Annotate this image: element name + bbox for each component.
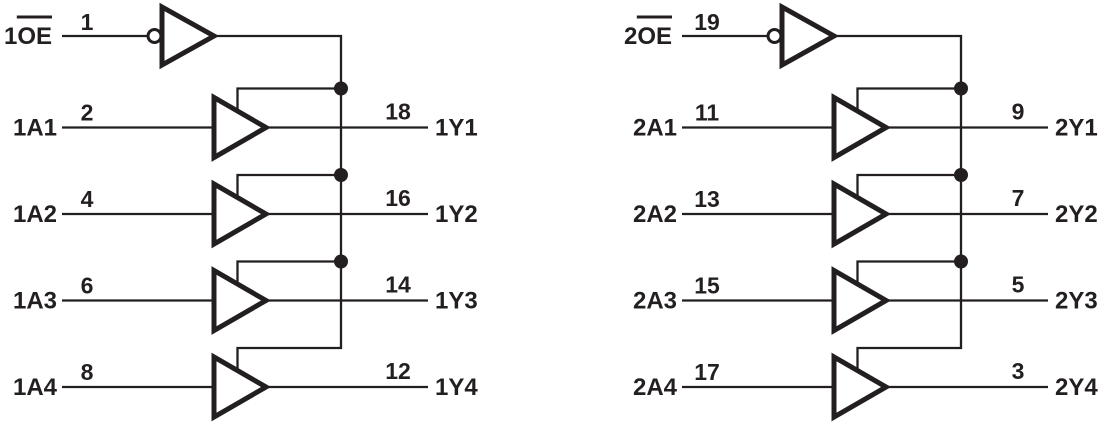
input-signal-label: 2A2 <box>633 201 677 228</box>
output-pin-number: 5 <box>1012 272 1025 298</box>
output-signal-label: 2Y3 <box>1055 288 1098 315</box>
enable-branch-wire <box>856 173 961 201</box>
output-signal-label: 1Y2 <box>435 201 478 228</box>
input-signal-label: 2A1 <box>633 115 677 142</box>
input-signal-label: 1A1 <box>13 115 57 142</box>
input-pin-number: 4 <box>81 186 94 212</box>
junction-dot <box>334 81 348 96</box>
buffer-gate <box>211 352 272 422</box>
junction-dot <box>954 254 968 269</box>
active-low-bubble <box>766 28 783 44</box>
enable-branch-wire <box>236 173 341 201</box>
input-pin-number: 2 <box>81 100 94 126</box>
oe-signal-label: 1OE <box>4 23 52 50</box>
enable-branch-wire <box>856 87 961 115</box>
buffer-gate <box>831 179 892 249</box>
buffer-gate <box>831 266 892 335</box>
input-pin-number: 11 <box>695 100 720 126</box>
output-pin-number: 3 <box>1012 358 1025 384</box>
output-pin-number: 14 <box>385 272 411 298</box>
input-pin-number: 13 <box>694 186 720 212</box>
input-signal-label: 2A4 <box>633 374 678 401</box>
buffer-channel: 1A2 4 16 1Y2 <box>13 168 478 249</box>
enable-bus-wire <box>214 34 343 374</box>
output-signal-label: 1Y1 <box>435 115 478 142</box>
oe-inverter-gate <box>159 2 220 70</box>
buffer-channel: 1A1 2 18 1Y1 <box>13 81 478 162</box>
output-signal-label: 2Y2 <box>1055 201 1098 228</box>
enable-bus-wire <box>834 34 963 374</box>
junction-dot <box>334 168 348 182</box>
buffer-channel: 1A3 6 14 1Y3 <box>13 254 478 335</box>
oe-pin-number: 19 <box>694 9 720 35</box>
oe-pin-number: 1 <box>81 9 94 35</box>
buffer-gate <box>211 179 272 249</box>
buffer-channel: 1A4 8 12 1Y4 <box>13 352 478 422</box>
oe-signal-label: 2OE <box>624 23 672 50</box>
buffer-gate <box>211 93 272 162</box>
buffer-channel: 2A1 11 9 2Y1 <box>633 81 1098 162</box>
output-pin-number: 12 <box>385 358 411 384</box>
buffer-gate <box>211 266 272 335</box>
buffer-channel: 2A2 13 7 2Y2 <box>633 168 1098 249</box>
buffer-channel: 2A4 17 3 2Y4 <box>633 352 1098 422</box>
input-pin-number: 8 <box>81 359 94 385</box>
output-pin-number: 7 <box>1012 185 1025 211</box>
buffer-gate <box>831 93 892 162</box>
output-pin-number: 16 <box>385 185 411 211</box>
output-signal-label: 2Y4 <box>1055 374 1098 401</box>
junction-dot <box>954 168 968 182</box>
input-pin-number: 6 <box>81 273 94 299</box>
junction-dot <box>954 81 968 96</box>
input-pin-number: 17 <box>694 359 720 385</box>
output-pin-number: 9 <box>1012 99 1025 125</box>
output-signal-label: 1Y3 <box>435 288 478 315</box>
input-pin-number: 15 <box>694 273 720 299</box>
active-low-bubble <box>146 28 163 44</box>
output-signal-label: 1Y4 <box>435 374 478 401</box>
enable-branch-wire <box>236 87 341 115</box>
input-signal-label: 1A2 <box>13 201 57 228</box>
oe-inverter-gate <box>779 2 840 70</box>
buffer-gate <box>831 352 892 422</box>
buffer-group-1: 1OE 1 1A1 2 18 1Y1 1A2 4 16 1Y2 1A3 6 14 1Y3 1A4 8 12 1Y4 <box>4 2 478 422</box>
output-signal-label: 2Y1 <box>1055 115 1098 142</box>
output-pin-number: 18 <box>385 99 411 125</box>
buffer-group-2: 2OE 19 2A1 11 9 2Y1 2A2 13 7 2Y2 2A3 15 5 2Y3 2A4 17 3 2Y… <box>624 2 1098 422</box>
input-signal-label: 2A3 <box>633 288 677 315</box>
input-signal-label: 1A3 <box>13 288 57 315</box>
input-signal-label: 1A4 <box>13 374 58 401</box>
buffer-channel: 2A3 15 5 2Y3 <box>633 254 1098 335</box>
enable-branch-wire <box>236 260 341 288</box>
junction-dot <box>334 254 348 269</box>
enable-branch-wire <box>856 260 961 288</box>
